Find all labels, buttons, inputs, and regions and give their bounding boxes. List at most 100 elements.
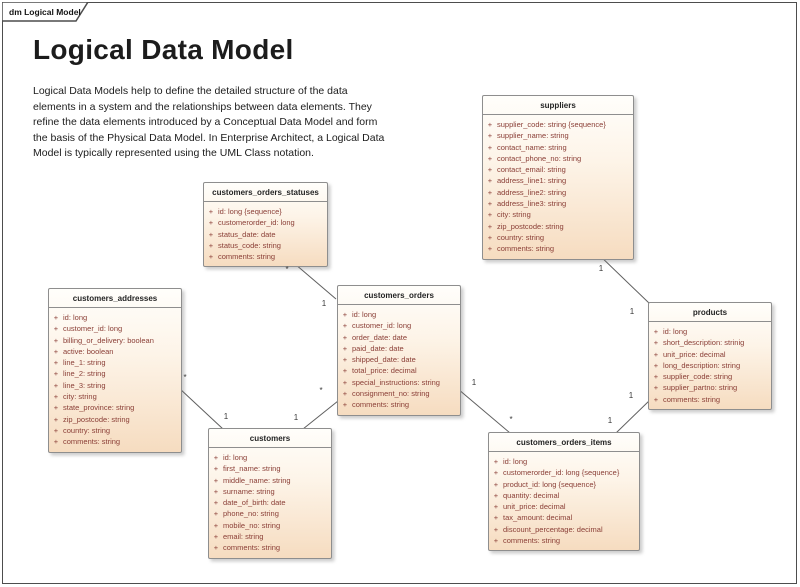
multiplicity-label: 1 — [598, 264, 604, 273]
attribute-row: +comments: string — [338, 399, 457, 410]
entity-title: customers_orders_statuses — [204, 183, 327, 202]
attribute-text: comments: string — [63, 437, 121, 447]
visibility-symbol: + — [53, 414, 59, 424]
attribute-text: zip_postcode: string — [63, 414, 130, 424]
visibility-symbol: + — [53, 437, 59, 447]
diagram-tab: dm Logical Model — [2, 2, 89, 22]
visibility-symbol: + — [487, 199, 493, 209]
attribute-text: phone_no: string — [223, 509, 279, 519]
attribute-row: + address_line3: string — [483, 198, 630, 209]
entity-customers[interactable]: customers +id: long+first_name: string+m… — [208, 428, 332, 559]
visibility-symbol: + — [53, 358, 59, 368]
visibility-symbol: + — [213, 520, 219, 530]
attribute-text: tax_amount: decimal — [503, 513, 573, 523]
connector-customers-orders[interactable] — [302, 400, 339, 430]
attribute-row: +id: long — [489, 456, 636, 467]
visibility-symbol: + — [342, 310, 348, 319]
attribute-row: +zip_postcode: string — [483, 221, 630, 232]
visibility-symbol: + — [53, 369, 59, 379]
visibility-symbol: + — [213, 532, 219, 542]
attribute-row: +active: boolean — [49, 346, 178, 357]
attribute-row: +quantity: decimal — [489, 490, 636, 501]
visibility-symbol: + — [342, 377, 348, 387]
attribute-row: +id: long — [338, 309, 457, 320]
attribute-text: comments: string — [663, 394, 721, 404]
connector-statuses-orders[interactable] — [294, 263, 337, 300]
attribute-text: date_of_birth: date — [223, 498, 286, 508]
attribute-row: +line_3: string — [49, 380, 178, 391]
entity-title: products — [649, 303, 771, 322]
attribute-row: + supplier_partno: string — [649, 382, 768, 393]
page-description: Logical Data Models help to define the d… — [33, 85, 385, 160]
entity-customers-orders-statuses[interactable]: customers_orders_statuses +id: long {seq… — [203, 182, 328, 268]
entity-title: customers — [209, 429, 331, 448]
attribute-text: quantity: decimal — [503, 490, 560, 500]
attribute-text: address_line3: string — [497, 199, 567, 209]
visibility-symbol: + — [653, 383, 659, 393]
attribute-row: +city: string — [49, 391, 178, 402]
attribute-row: +consignment_no: string — [338, 388, 457, 399]
entity-suppliers[interactable]: suppliers +supplier_code: string {sequen… — [482, 95, 634, 260]
multiplicity-label: * — [319, 386, 323, 395]
attribute-row: +address_line1: string — [483, 175, 630, 186]
attribute-text: supplier_partno: string — [663, 383, 738, 393]
entity-customers-orders-items[interactable]: customers_orders_items +id: long+custome… — [488, 432, 640, 552]
visibility-symbol: + — [342, 400, 348, 410]
visibility-symbol: + — [487, 232, 493, 242]
entity-title: suppliers — [483, 96, 633, 115]
connector-items-products[interactable] — [615, 399, 651, 434]
entity-customers-orders[interactable]: customers_orders +id: long+customer_id: … — [337, 285, 461, 416]
attribute-text: id: long — [63, 313, 88, 322]
attribute-text: address_line1: string — [497, 176, 567, 186]
attribute-row: + tax_amount: decimal — [489, 512, 636, 523]
connector-addresses-customers[interactable] — [178, 387, 224, 430]
attribute-row: +id: long — [649, 326, 768, 337]
entity-title: customers_orders_items — [489, 433, 639, 452]
attribute-text: comments: string — [218, 252, 276, 262]
attribute-text: country: string — [63, 425, 111, 435]
entity-attributes: +id: long+customerorder_id: long {sequen… — [489, 452, 639, 550]
visibility-symbol: + — [493, 457, 499, 466]
visibility-symbol: + — [487, 244, 493, 254]
visibility-symbol: + — [213, 464, 219, 474]
connector-orders-items[interactable] — [457, 388, 511, 434]
attribute-text: active: boolean — [63, 346, 114, 356]
attribute-text: customerorder_id: long {sequence} — [503, 468, 620, 478]
visibility-symbol: + — [493, 513, 499, 523]
visibility-symbol: + — [487, 210, 493, 220]
entity-customers-addresses[interactable]: customers_addresses +id: long+customer_i… — [48, 288, 182, 453]
attribute-row: +shipped_date: date — [338, 354, 457, 365]
attribute-text: order_date: date — [352, 332, 408, 342]
attribute-row: +customer_id: long — [338, 320, 457, 331]
entity-products[interactable]: products +id: long+short_description: st… — [648, 302, 772, 411]
visibility-symbol: + — [493, 524, 499, 534]
visibility-symbol: + — [493, 536, 499, 546]
attribute-row: +contact_phone_no: string — [483, 153, 630, 164]
attribute-text: unit_price: decimal — [663, 349, 726, 359]
attribute-text: comments: string — [497, 244, 555, 254]
visibility-symbol: + — [487, 153, 493, 163]
attribute-text: product_id: long {sequence} — [503, 479, 596, 489]
attribute-text: supplier_name: string — [497, 131, 569, 141]
visibility-symbol: + — [208, 207, 214, 216]
attribute-row: +unit_price: decimal — [489, 501, 636, 512]
attribute-text: supplier_code: string — [663, 372, 733, 382]
attribute-row: +total_price: decimal — [338, 365, 457, 376]
visibility-symbol: + — [53, 425, 59, 435]
attribute-text: comments: string — [223, 543, 281, 553]
attribute-row: +first_name: string — [209, 463, 328, 474]
attribute-row: +contact_name: string — [483, 142, 630, 153]
connector-suppliers-products[interactable] — [595, 251, 651, 305]
visibility-symbol: + — [53, 335, 59, 345]
multiplicity-label: 1 — [607, 416, 613, 425]
visibility-symbol: + — [213, 509, 219, 519]
attribute-row: +status_code: string — [204, 240, 324, 251]
attribute-row: +comments: string — [204, 251, 324, 262]
entity-attributes: +id: long+short_description: strinig+uni… — [649, 322, 771, 409]
attribute-row: +line_1: string — [49, 357, 178, 368]
attribute-row: +address_line2: string — [483, 187, 630, 198]
attribute-text: line_3: string — [63, 380, 106, 390]
attribute-text: billing_or_delivery: boolean — [63, 335, 154, 345]
attribute-text: unit_price: decimal — [503, 502, 566, 512]
